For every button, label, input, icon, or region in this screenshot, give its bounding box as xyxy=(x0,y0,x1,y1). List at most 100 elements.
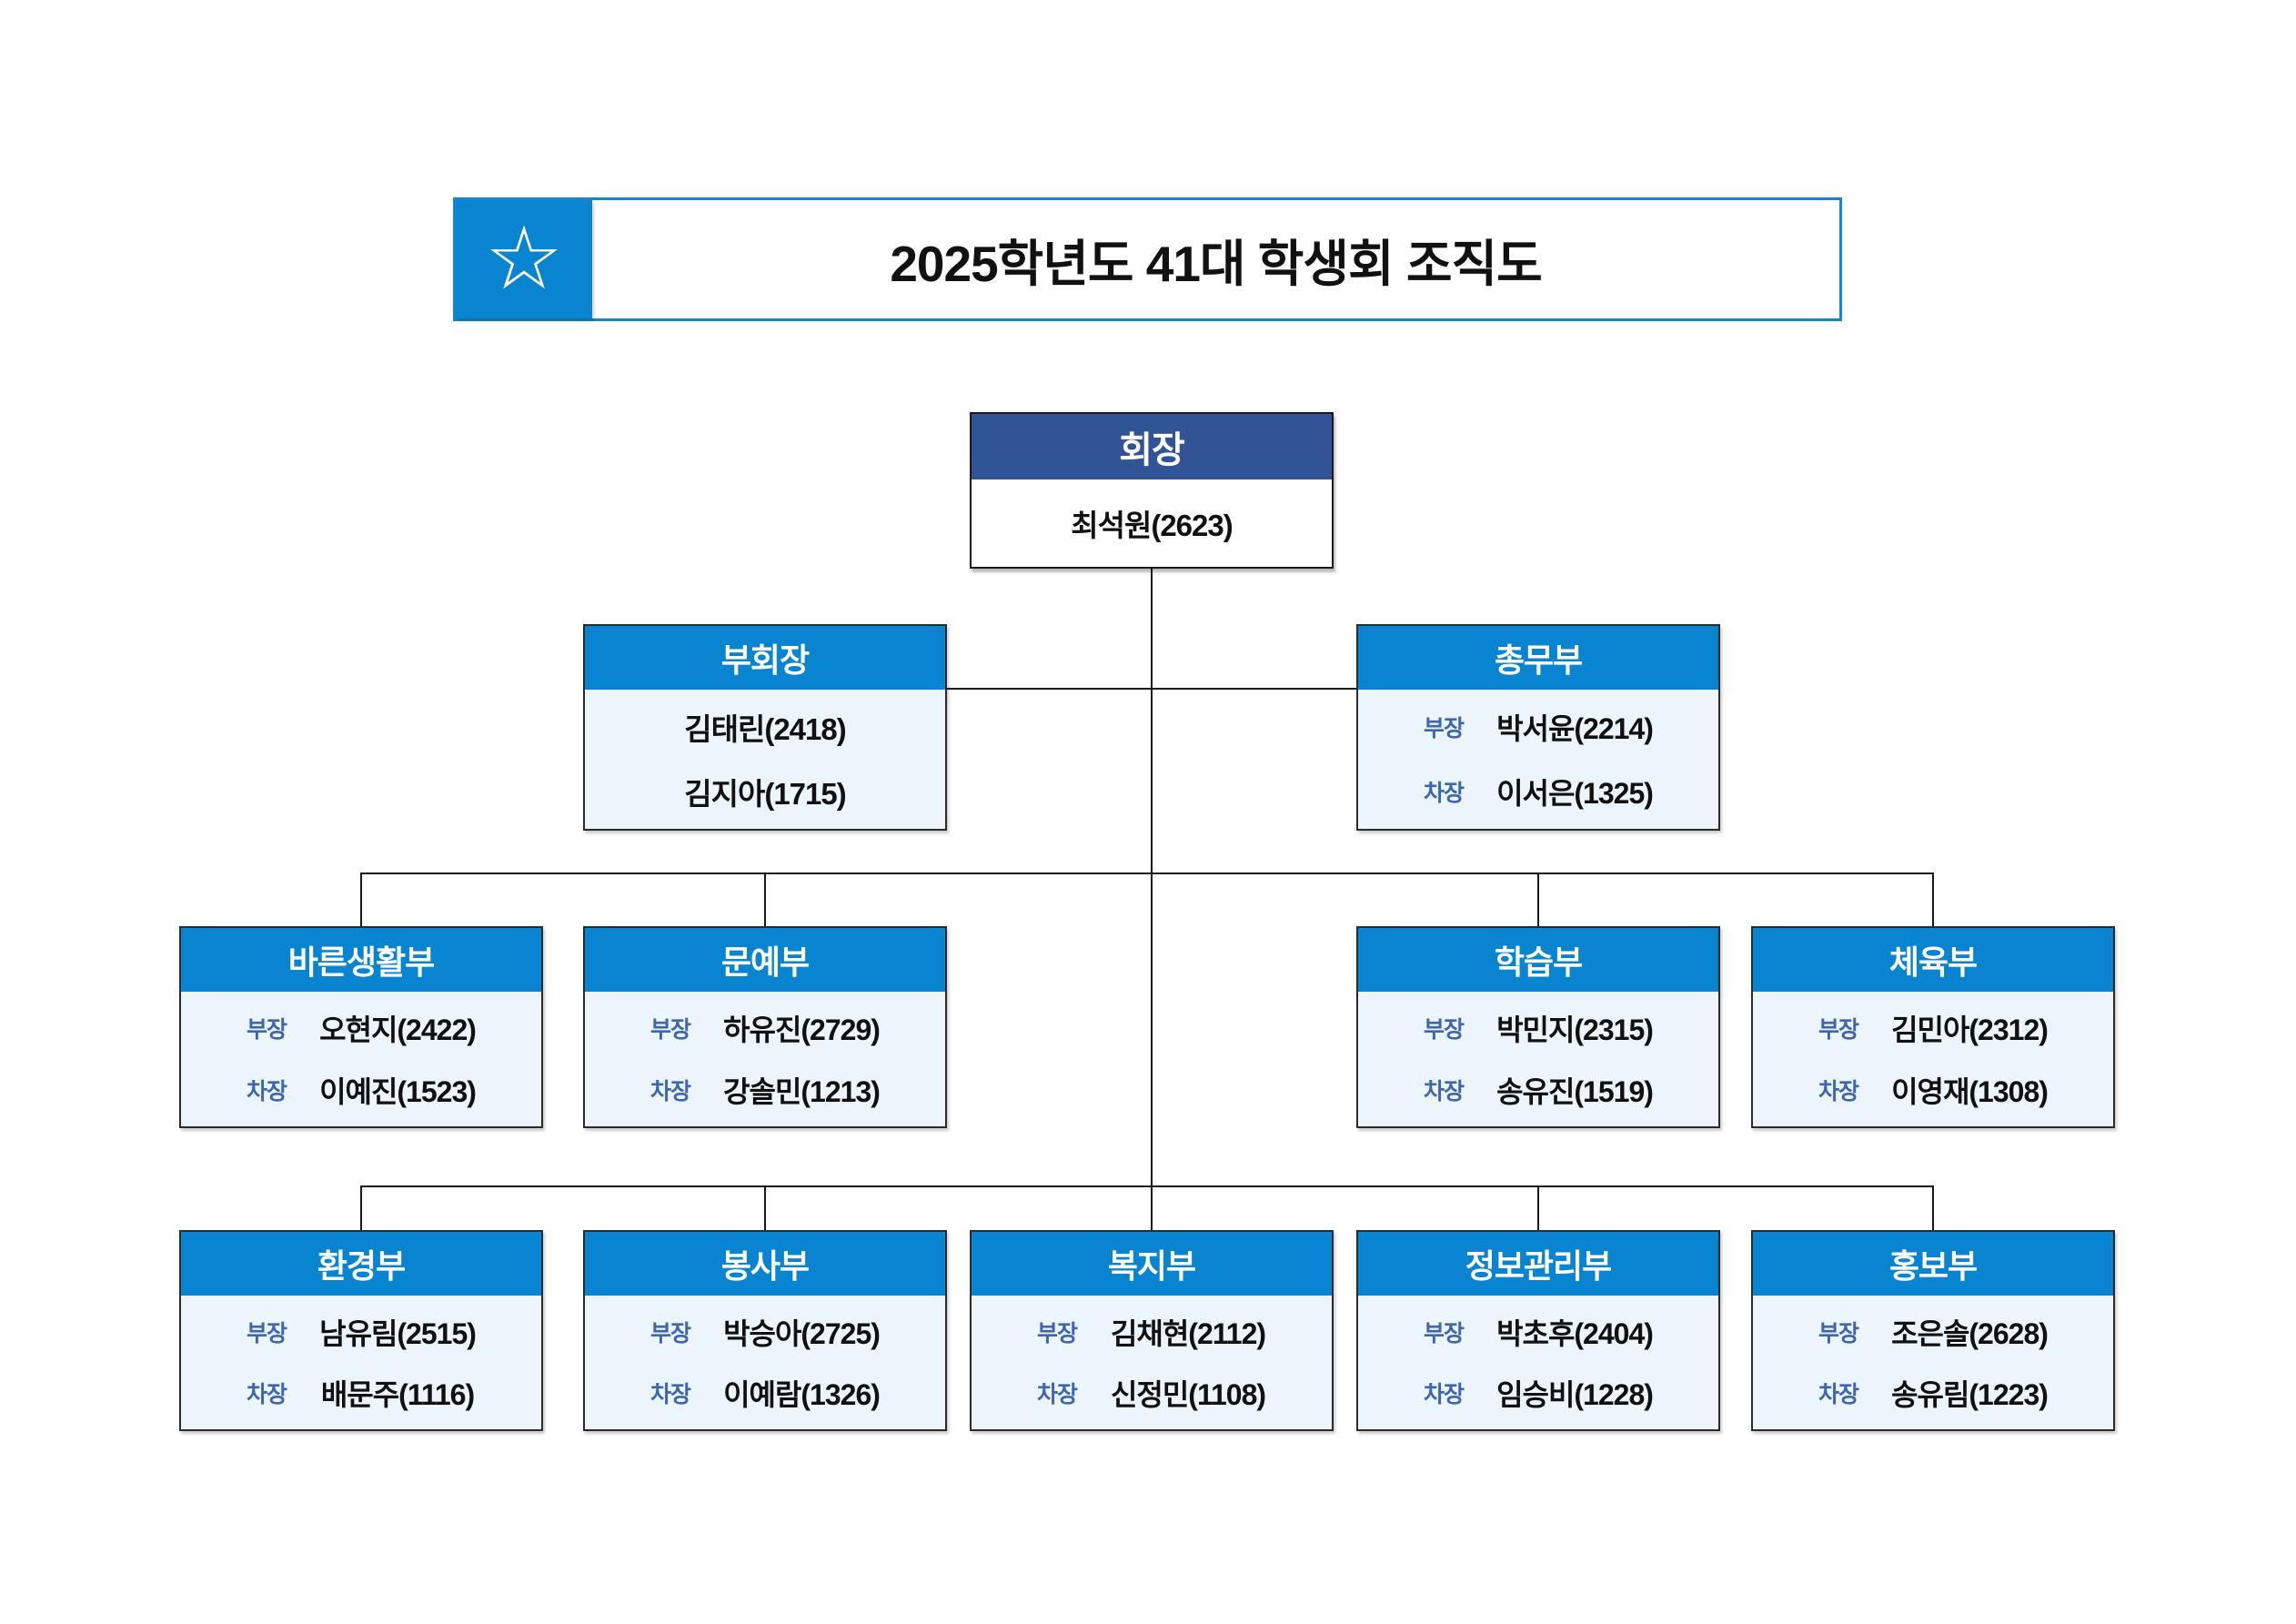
role-label: 부장 xyxy=(650,1320,691,1347)
box-right-living: 바른생활부 부장 오현지(2422) 차장 이예진(1523) xyxy=(179,926,543,1128)
role-label: 차장 xyxy=(650,1079,691,1105)
member-row: 차장 이서은(1325) xyxy=(1358,771,1718,812)
member-row: 차장 이영재(1308) xyxy=(1753,1069,2113,1111)
member-row: 부장 박민지(2315) xyxy=(1358,1007,1718,1049)
role-label: 부장 xyxy=(1423,1320,1465,1347)
role-label: 부장 xyxy=(246,1017,287,1043)
member-row: 차장 송유림(1223) xyxy=(1753,1372,2113,1414)
box-info-management: 정보관리부 부장 박초후(2404) 차장 임승비(1228) xyxy=(1356,1230,1720,1431)
role-label: 부장 xyxy=(1818,1320,1859,1347)
connector-row3-stub-4 xyxy=(1932,873,1934,928)
box-welfare-header: 복지부 xyxy=(972,1232,1332,1296)
title-bar: ☆ 2025학년도 41대 학생회 조직도 xyxy=(453,197,1842,321)
member-row: 차장 강솔민(1213) xyxy=(585,1069,945,1111)
member-row: 차장 배문주(1116) xyxy=(181,1372,541,1414)
page-title: 2025학년도 41대 학생회 조직도 xyxy=(890,236,1542,292)
role-label: 차장 xyxy=(1423,1382,1465,1408)
member-row: 차장 이예람(1326) xyxy=(585,1372,945,1414)
box-info-management-header: 정보관리부 xyxy=(1358,1232,1718,1296)
role-label: 차장 xyxy=(650,1382,691,1408)
member-row: 부장 김채현(2112) xyxy=(972,1311,1332,1353)
member-name: 이예람(1326) xyxy=(723,1378,881,1412)
member-row: 차장 송유진(1519) xyxy=(1358,1069,1718,1111)
member-name: 하유진(2729) xyxy=(723,1014,881,1046)
member-row: 부장 오현지(2422) xyxy=(181,1007,541,1049)
president-name: 최석원(2623) xyxy=(1071,509,1233,542)
box-environment-header: 환경부 xyxy=(181,1232,541,1296)
member-row: 부장 박승아(2725) xyxy=(585,1311,945,1353)
member-name: 신정민(1108) xyxy=(1110,1378,1266,1412)
connector-row3-stub-2 xyxy=(764,873,766,928)
role-label: 차장 xyxy=(1818,1079,1859,1105)
member-row: 부장 남유림(2515) xyxy=(181,1311,541,1353)
box-vice-president-header: 부회장 xyxy=(585,626,945,690)
connector-row3-stub-1 xyxy=(360,873,362,928)
connector-row2-horizontal xyxy=(947,688,1358,690)
role-label: 부장 xyxy=(1036,1320,1078,1347)
member-name: 김민아(2312) xyxy=(1891,1014,2049,1046)
member-row: 부장 하유진(2729) xyxy=(585,1007,945,1049)
connector-row4-horizontal xyxy=(360,1185,1934,1187)
box-public-relations-header: 홍보부 xyxy=(1753,1232,2113,1296)
connector-row3-horizontal xyxy=(360,873,1934,874)
connector-row3-stub-3 xyxy=(1537,873,1539,928)
member-name: 남유림(2515) xyxy=(319,1316,477,1350)
box-learning-header: 학습부 xyxy=(1358,928,1718,992)
connector-row4-stub-4 xyxy=(1932,1185,1934,1232)
role-label: 차장 xyxy=(1423,780,1465,806)
star-icon: ☆ xyxy=(456,200,592,318)
member-name: 박승아(2725) xyxy=(723,1316,881,1350)
connector-row4-stub-1 xyxy=(360,1185,362,1232)
role-label: 차장 xyxy=(246,1079,287,1105)
role-label: 부장 xyxy=(246,1320,287,1347)
box-general-affairs-header: 총무부 xyxy=(1358,626,1718,690)
member-name: 조은솔(2628) xyxy=(1891,1316,2049,1350)
connector-row4-stub-2 xyxy=(764,1185,766,1232)
connector-row4-stub-3 xyxy=(1537,1185,1539,1232)
member-row: 부장 김민아(2312) xyxy=(1753,1007,2113,1049)
box-president-header: 회장 xyxy=(972,414,1332,479)
box-volunteer: 봉사부 부장 박승아(2725) 차장 이예람(1326) xyxy=(583,1230,947,1431)
member-name: 오현지(2422) xyxy=(319,1014,477,1046)
role-label: 차장 xyxy=(1818,1382,1859,1408)
member-name: 박민지(2315) xyxy=(1496,1014,1654,1046)
box-environment: 환경부 부장 남유림(2515) 차장 배문주(1116) xyxy=(179,1230,543,1431)
box-vice-president: 부회장 김태린(2418) 김지아(1715) xyxy=(583,624,947,831)
member-row: 차장 신정민(1108) xyxy=(972,1372,1332,1414)
box-athletics: 체육부 부장 김민아(2312) 차장 이영재(1308) xyxy=(1751,926,2115,1128)
member-name: 송유림(1223) xyxy=(1891,1378,2049,1412)
box-learning: 학습부 부장 박민지(2315) 차장 송유진(1519) xyxy=(1356,926,1720,1128)
role-label: 부장 xyxy=(1423,1017,1465,1043)
role-label: 차장 xyxy=(246,1382,287,1408)
box-right-living-header: 바른생활부 xyxy=(181,928,541,992)
box-literary-arts: 문예부 부장 하유진(2729) 차장 강솔민(1213) xyxy=(583,926,947,1128)
member-row: 부장 조은솔(2628) xyxy=(1753,1311,2113,1353)
role-label: 부장 xyxy=(650,1017,691,1043)
member-name: 박초후(2404) xyxy=(1496,1316,1654,1350)
member-name: 이영재(1308) xyxy=(1891,1075,2049,1108)
box-welfare: 복지부 부장 김채현(2112) 차장 신정민(1108) xyxy=(970,1230,1334,1431)
member-name: 이서은(1325) xyxy=(1496,776,1654,810)
box-public-relations: 홍보부 부장 조은솔(2628) 차장 송유림(1223) xyxy=(1751,1230,2115,1431)
vice-president-name: 김태린(2418) xyxy=(684,712,846,747)
member-name: 김채현(2112) xyxy=(1110,1316,1266,1350)
member-row: 부장 박서윤(2214) xyxy=(1358,706,1718,748)
member-name: 강솔민(1213) xyxy=(723,1075,881,1108)
connector-main-vertical xyxy=(1151,567,1153,1232)
box-volunteer-header: 봉사부 xyxy=(585,1232,945,1296)
member-name: 박서윤(2214) xyxy=(1496,712,1654,746)
vice-president-name: 김지아(1715) xyxy=(684,776,846,811)
role-label: 부장 xyxy=(1423,716,1465,742)
member-name: 이예진(1523) xyxy=(319,1075,477,1108)
member-row: 차장 이예진(1523) xyxy=(181,1069,541,1111)
box-athletics-header: 체육부 xyxy=(1753,928,2113,992)
box-general-affairs: 총무부 부장 박서윤(2214) 차장 이서은(1325) xyxy=(1356,624,1720,831)
member-name: 임승비(1228) xyxy=(1496,1378,1654,1412)
box-literary-arts-header: 문예부 xyxy=(585,928,945,992)
member-row: 부장 박초후(2404) xyxy=(1358,1311,1718,1353)
member-row: 차장 임승비(1228) xyxy=(1358,1372,1718,1414)
box-president: 회장 최석원(2623) xyxy=(970,412,1334,569)
member-name: 배문주(1116) xyxy=(320,1378,475,1412)
role-label: 차장 xyxy=(1036,1382,1078,1408)
